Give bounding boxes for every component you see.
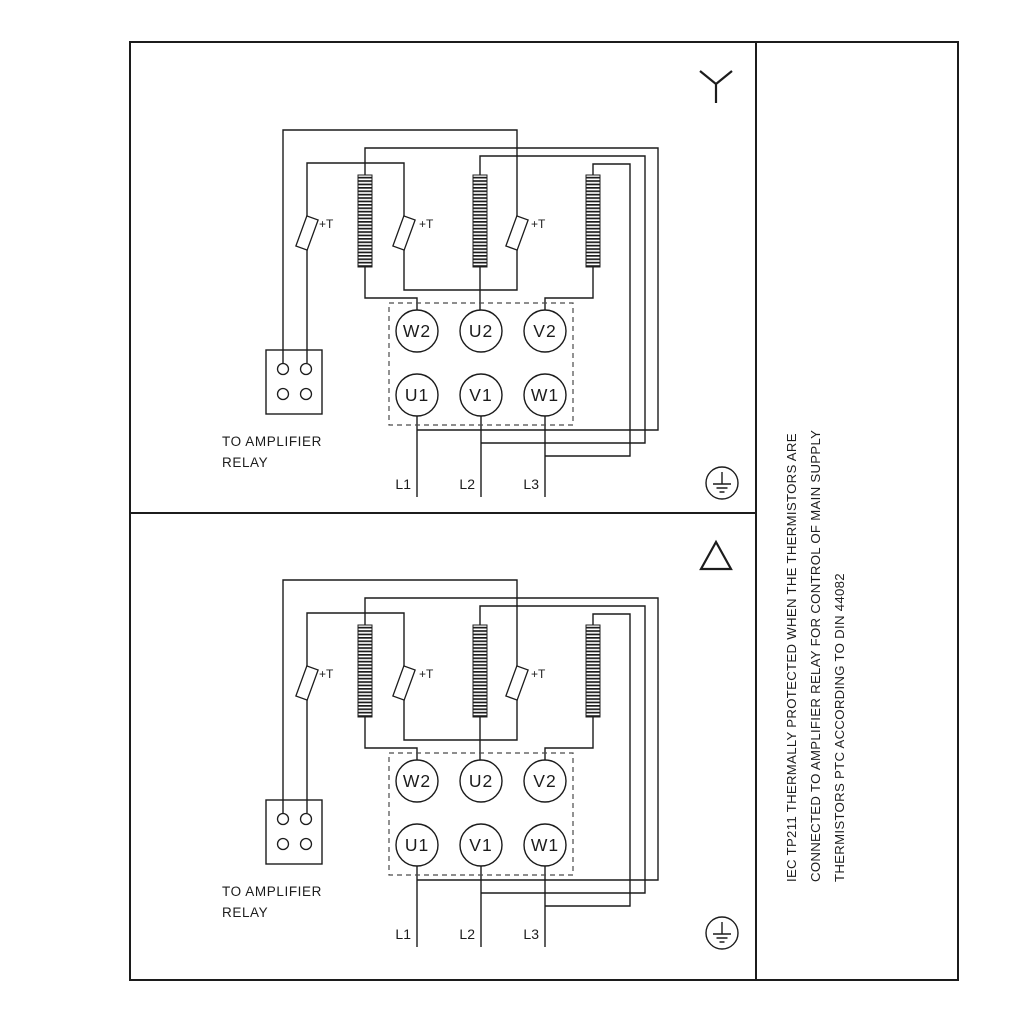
relay-terminal: [276, 362, 290, 376]
terminal-label: U1: [405, 385, 429, 405]
terminal-label: W1: [531, 385, 559, 405]
terminal-u2: U2: [459, 309, 503, 353]
thermistor-1: +T: [295, 215, 334, 251]
amplifier-note-line1: TO AMPLIFIER: [222, 434, 322, 449]
supply-label-l2: L2: [459, 926, 475, 942]
thermistor-2: +T: [392, 215, 434, 251]
side-note-line-2: CONNECTED TO AMPLIFIER RELAY FOR CONTROL…: [808, 430, 823, 882]
terminal-v2: V2: [523, 309, 567, 353]
thermistor-label: +T: [531, 217, 546, 231]
terminal-u1: U1: [395, 373, 439, 417]
side-note-line-3: THERMISTORS PTC ACCORDING TO DIN 44082: [832, 573, 847, 882]
thermistor-label: +T: [319, 667, 334, 681]
motor-winding-1: [357, 174, 373, 268]
relay-terminal: [299, 362, 313, 376]
amplifier-note-line2: RELAY: [222, 455, 268, 470]
motor-winding-1: [357, 624, 373, 718]
delta-section: +T +T +T W2 U2 V2 U1 V1: [222, 579, 739, 950]
thermistor-3: +T: [505, 215, 546, 251]
diagram-frame: [129, 41, 959, 981]
winding-top-wire-1: [364, 147, 659, 431]
terminal-w1: W1: [523, 823, 567, 867]
amplifier-note-line1: TO AMPLIFIER: [222, 884, 322, 899]
motor-winding-3: [585, 624, 601, 718]
thermistor-1: +T: [295, 665, 334, 701]
winding-top-wire-2: [479, 155, 646, 444]
terminal-v1: V1: [459, 823, 503, 867]
terminal-label: W1: [531, 835, 559, 855]
supply-label-l1: L1: [395, 476, 411, 492]
relay-terminal: [299, 812, 313, 826]
amplifier-relay-box: [265, 799, 323, 865]
terminal-label: U2: [469, 771, 493, 791]
terminal-box: [388, 302, 574, 426]
relay-terminal: [299, 387, 313, 401]
star-section: +T +T +T W2 U2 V2 U1 V1: [222, 129, 739, 500]
terminal-label: V2: [533, 771, 556, 791]
terminal-v2: V2: [523, 759, 567, 803]
terminal-label: V2: [533, 321, 556, 341]
amplifier-note-line2: RELAY: [222, 905, 268, 920]
thermistor-label: +T: [419, 217, 434, 231]
terminal-label: U1: [405, 835, 429, 855]
winding-top-wire-2: [479, 605, 646, 894]
thermistor-circuit-wire: [282, 129, 518, 363]
thermistor-label: +T: [531, 667, 546, 681]
supply-wires: [416, 416, 546, 497]
relay-terminal: [276, 837, 290, 851]
motor-winding-2: [472, 624, 488, 718]
winding-terminal-wire-3: [544, 717, 594, 761]
side-note-line-1: IEC TP211 THERMALLY PROTECTED WHEN THE T…: [784, 433, 799, 882]
amplifier-relay-box: [265, 349, 323, 415]
star-icon: [699, 70, 733, 103]
terminal-v1: V1: [459, 373, 503, 417]
relay-terminal: [276, 812, 290, 826]
winding-top-wire-1: [364, 597, 659, 881]
supply-label-l2: L2: [459, 476, 475, 492]
winding-terminal-wire-1: [364, 717, 418, 761]
winding-terminal-wire-3: [544, 267, 594, 311]
thermistor-label: +T: [319, 217, 334, 231]
delta-icon: [699, 539, 733, 571]
relay-terminal: [299, 837, 313, 851]
thermistor-3: +T: [505, 665, 546, 701]
motor-winding-3: [585, 174, 601, 268]
thermistor-circuit-wire: [282, 579, 518, 813]
relay-terminal: [276, 387, 290, 401]
terminal-label: U2: [469, 321, 493, 341]
terminal-box: [388, 752, 574, 876]
terminal-w2: W2: [395, 309, 439, 353]
winding-terminal-wire-1: [364, 267, 418, 311]
motor-winding-2: [472, 174, 488, 268]
winding-top-wire-3: [545, 163, 631, 457]
supply-label-l3: L3: [523, 476, 539, 492]
side-panel-note: IEC TP211 THERMALLY PROTECTED WHEN THE T…: [784, 430, 847, 882]
terminal-label: V1: [469, 835, 492, 855]
earth-ground-icon: [705, 916, 739, 950]
terminal-w1: W1: [523, 373, 567, 417]
terminal-u2: U2: [459, 759, 503, 803]
terminal-label: V1: [469, 385, 492, 405]
terminal-label: W2: [403, 321, 431, 341]
supply-label-l3: L3: [523, 926, 539, 942]
supply-label-l1: L1: [395, 926, 411, 942]
supply-wires: [416, 866, 546, 947]
winding-top-wire-3: [545, 613, 631, 907]
terminal-u1: U1: [395, 823, 439, 867]
thermistor-label: +T: [419, 667, 434, 681]
terminal-label: W2: [403, 771, 431, 791]
terminal-w2: W2: [395, 759, 439, 803]
thermistor-2: +T: [392, 665, 434, 701]
earth-ground-icon: [705, 466, 739, 500]
